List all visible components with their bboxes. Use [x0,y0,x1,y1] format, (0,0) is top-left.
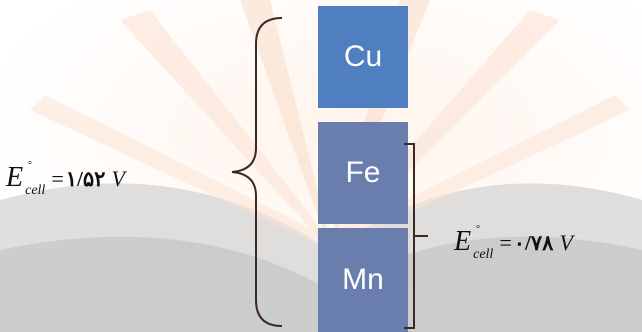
metal-box-fe: Fe [318,122,408,224]
cell-subscript: cell [25,183,45,199]
degree-symbol: ° [28,160,32,171]
e-symbol: E [454,226,471,258]
metal-label-mn: Mn [342,263,384,297]
equals-sign: = [51,166,63,192]
unit-label: V [111,166,124,192]
cell-subscript: cell [473,247,493,263]
cell-potential-left: E ° cell = ۱/۵۲ V [6,162,125,194]
unit-label: V [559,230,572,256]
metal-label-cu: Cu [344,40,382,74]
cell-potential-right: E ° cell = ۰/۷۸ V [454,226,573,258]
potential-value: ۰/۷۸ [514,231,554,256]
potential-value: ۱/۵۲ [66,167,106,192]
equals-sign: = [499,230,511,256]
metal-label-fe: Fe [345,156,380,190]
degree-symbol: ° [476,224,480,235]
metal-box-cu: Cu [318,6,408,108]
metal-box-mn: Mn [318,228,408,332]
e-symbol: E [6,162,23,194]
